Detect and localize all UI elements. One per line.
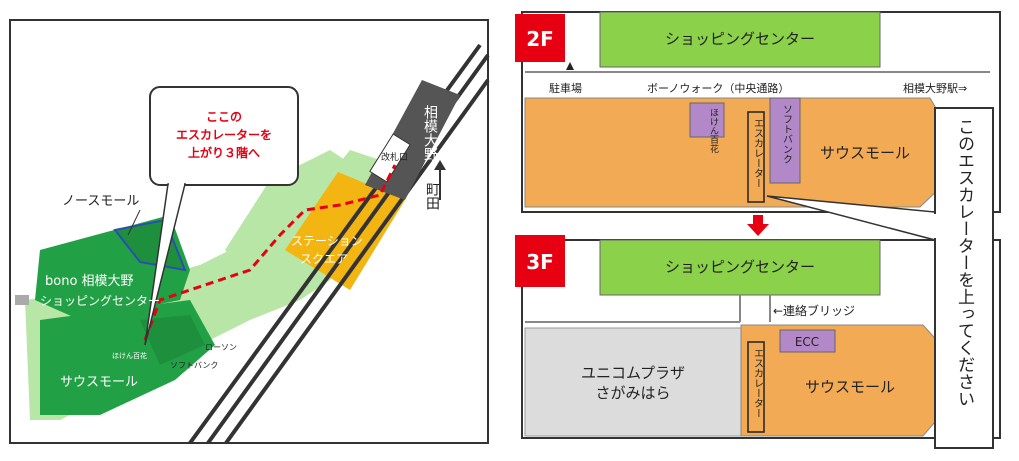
floor-guide-panel: ショッピングセンター 2F 駐車場 ボーノウォーク（中央通路） 相模大野駅⇒ ほ…: [505, 0, 1019, 457]
machida-arrow-head: [434, 160, 446, 170]
floor3-ecc-label: ECC: [795, 335, 819, 349]
floor2-shopping-center-label: ショッピングセンター: [665, 30, 815, 48]
floor2-hoken-shop: [689, 102, 725, 138]
floor3-badge-label: 3F: [526, 250, 554, 274]
down-arrow-shaft: [753, 215, 763, 225]
station-name-label: 相模大野: [422, 105, 438, 161]
softbank-small-label: ソフトバンク: [170, 361, 218, 370]
shops-block: [140, 315, 205, 365]
floor3-bridge-label: ←連絡ブリッジ: [773, 303, 855, 318]
floor3-shopping-center-label: ショッピングセンター: [665, 258, 815, 276]
floor3-unicom-label-1: ユニコムプラザ: [581, 364, 685, 382]
floor2-softbank-label: ソフトバンク: [781, 104, 793, 164]
floor2-south-mall-label: サウスモール: [820, 144, 910, 162]
floor2-hoken-label: ほけん百花: [708, 108, 719, 154]
floor2-escalator: [747, 111, 765, 203]
bono-label-1: bono 相模大野: [45, 274, 134, 289]
floor2-parking-label: 駐車場: [549, 81, 582, 95]
instruction-pointer-mask: [933, 214, 937, 238]
floor3-south-mall-label: サウスモール: [805, 378, 895, 396]
rail-line-3: [224, 78, 490, 445]
station-square-label-2: スクエア: [300, 252, 348, 266]
floor3-escalator-label: エスカレーター: [752, 348, 764, 418]
floor3-unicom-area: [524, 327, 742, 437]
floor2-escalator-label: エスカレーター: [752, 118, 764, 188]
floor2-to-station-label: 相模大野駅⇒: [903, 81, 967, 95]
instruction-label: このエスカレーターを上ってください: [954, 118, 975, 407]
south-mall-label: サウスモール: [60, 375, 138, 390]
floor2-bono-walk-label: ボーノウォーク（中央通路）: [647, 82, 789, 95]
walkway-upper: [225, 150, 360, 280]
area-map-svg: ここの エスカレーターを 上がり３階へ ノースモール bono 相模大野 ショッ…: [9, 19, 490, 445]
floor3-badge: [515, 235, 565, 287]
instruction-box: [934, 107, 994, 449]
floor2-badge-label: 2F: [526, 27, 554, 51]
bono-label-2: ショッピングセンター: [40, 294, 160, 308]
north-mall-pointer: [127, 209, 141, 236]
hoken-small-label: ほけん百花: [112, 351, 147, 360]
walking-route: [143, 164, 397, 341]
callout-pointer-mask: [169, 180, 184, 186]
floor2-softbank-shop: [769, 97, 801, 184]
floor2-shopping-center-block: [599, 11, 881, 68]
floor3-shopping-center-block: [599, 239, 881, 296]
callout-bubble: [149, 86, 299, 186]
floor3-escalator: [747, 341, 765, 433]
machida-label: 町田: [424, 182, 440, 210]
down-arrow-head: [747, 224, 769, 236]
ticket-gate-label: 改札口: [381, 151, 408, 163]
floor3-ecc-shop: [779, 329, 836, 353]
callout-line-1: ここの: [206, 110, 242, 124]
floor-guide-svg: ショッピングセンター 2F 駐車場 ボーノウォーク（中央通路） 相模大野駅⇒ ほ…: [515, 11, 1001, 449]
side-marker: [15, 295, 29, 305]
ticket-gate-box: [369, 133, 411, 183]
floor3-unicom-label-2: さがみはら: [595, 384, 670, 402]
parking-marker: [566, 62, 574, 70]
north-mall-label: ノースモール: [62, 194, 139, 209]
callout-line-2: エスカレーターを: [176, 128, 272, 142]
floor2-badge: [515, 14, 565, 62]
area-map-panel: ここの エスカレーターを 上がり３階へ ノースモール bono 相模大野 ショッ…: [0, 0, 500, 457]
lawson-label: ローソン: [205, 343, 237, 352]
callout-line-3: 上がり３階へ: [188, 145, 260, 160]
station-square-label-1: ステーション: [291, 234, 363, 248]
